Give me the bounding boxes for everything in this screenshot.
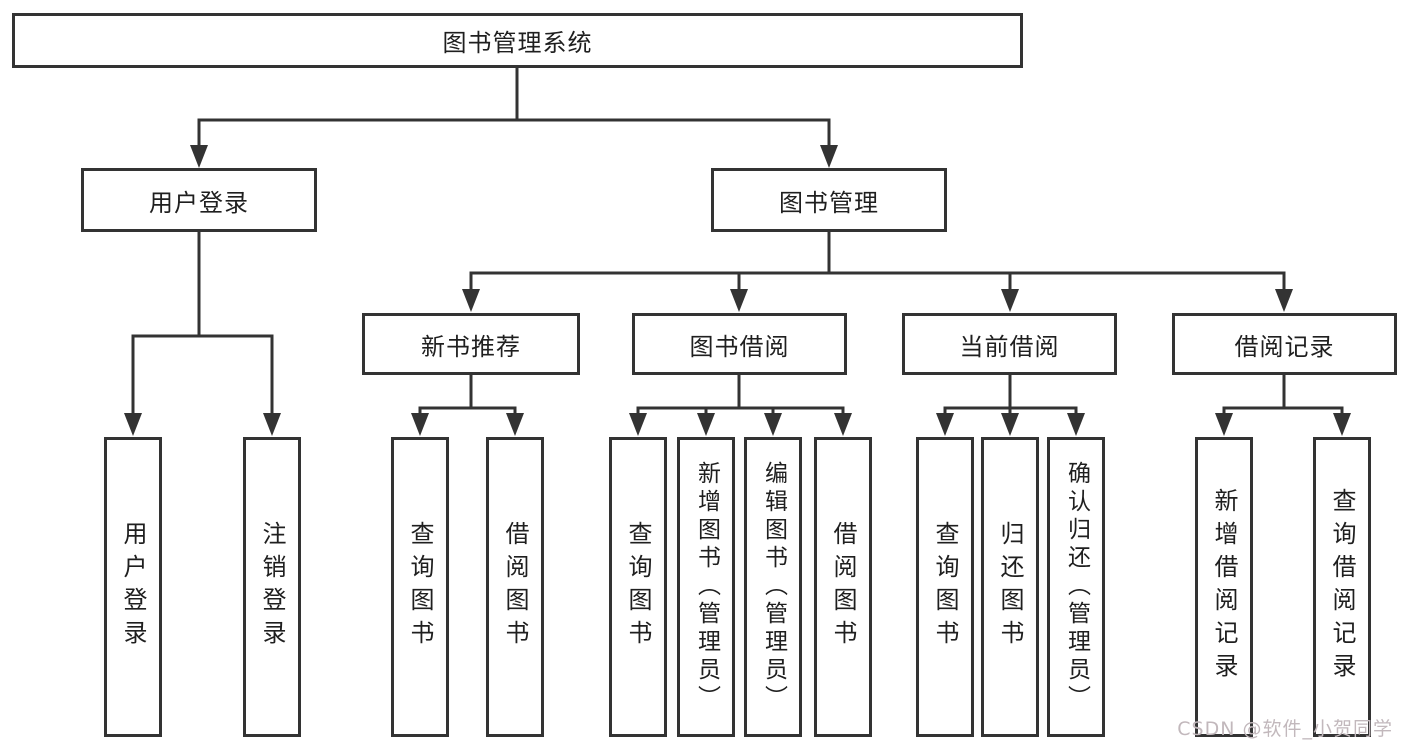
node-book-borrow-label: 图书借阅 <box>689 332 790 361</box>
node-book-management-label: 图书管理 <box>779 188 879 217</box>
leaf-edit-book-admin: 编辑图书（管理员） <box>744 437 802 737</box>
leaf-borrow-book-recommend: 借阅图书 <box>486 437 544 737</box>
node-current-borrow-label: 当前借阅 <box>959 332 1060 361</box>
leaf-query-book-borrow: 查询图书 <box>609 437 667 737</box>
leaf-query-book-current: 查询图书 <box>916 437 974 737</box>
node-new-book-recommend-label: 新书推荐 <box>421 332 521 361</box>
node-current-borrow: 当前借阅 <box>902 313 1117 375</box>
node-borrow-records: 借阅记录 <box>1172 313 1397 375</box>
leaf-user-login-label: 用户登录 <box>119 521 147 653</box>
leaf-confirm-return-admin-label: 确认归还（管理员） <box>1063 461 1090 713</box>
leaf-logout-label: 注销登录 <box>258 521 286 653</box>
node-user-login: 用户登录 <box>81 168 317 232</box>
leaf-edit-book-admin-label: 编辑图书（管理员） <box>760 461 787 713</box>
leaf-query-book-recommend: 查询图书 <box>391 437 449 737</box>
leaf-add-borrow-record-label: 新增借阅记录 <box>1210 488 1238 686</box>
node-user-login-label: 用户登录 <box>149 188 249 217</box>
leaf-confirm-return-admin: 确认归还（管理员） <box>1047 437 1105 737</box>
node-root-system: 图书管理系统 <box>12 13 1023 68</box>
leaf-borrow-book-recommend-label: 借阅图书 <box>501 521 529 653</box>
node-root-label: 图书管理系统 <box>442 29 593 57</box>
leaf-add-borrow-record: 新增借阅记录 <box>1195 437 1253 737</box>
leaf-borrow-book-label: 借阅图书 <box>829 521 857 653</box>
node-borrow-records-label: 借阅记录 <box>1234 332 1335 361</box>
leaf-user-login: 用户登录 <box>104 437 162 737</box>
leaf-add-book-admin-label: 新增图书（管理员） <box>693 461 720 713</box>
leaf-query-book-borrow-label: 查询图书 <box>624 521 652 653</box>
leaf-logout: 注销登录 <box>243 437 301 737</box>
leaf-query-borrow-record: 查询借阅记录 <box>1313 437 1371 737</box>
leaf-return-book: 归还图书 <box>981 437 1039 737</box>
leaf-query-book-current-label: 查询图书 <box>931 521 959 653</box>
node-new-book-recommend: 新书推荐 <box>362 313 580 375</box>
node-book-management: 图书管理 <box>711 168 947 232</box>
csdn-watermark: CSDN @软件_小贺同学 <box>1177 718 1393 740</box>
leaf-query-book-recommend-label: 查询图书 <box>406 521 434 653</box>
leaf-return-book-label: 归还图书 <box>996 521 1024 653</box>
leaf-add-book-admin: 新增图书（管理员） <box>677 437 735 737</box>
leaf-borrow-book: 借阅图书 <box>814 437 872 737</box>
leaf-query-borrow-record-label: 查询借阅记录 <box>1328 488 1356 686</box>
node-book-borrow: 图书借阅 <box>632 313 847 375</box>
